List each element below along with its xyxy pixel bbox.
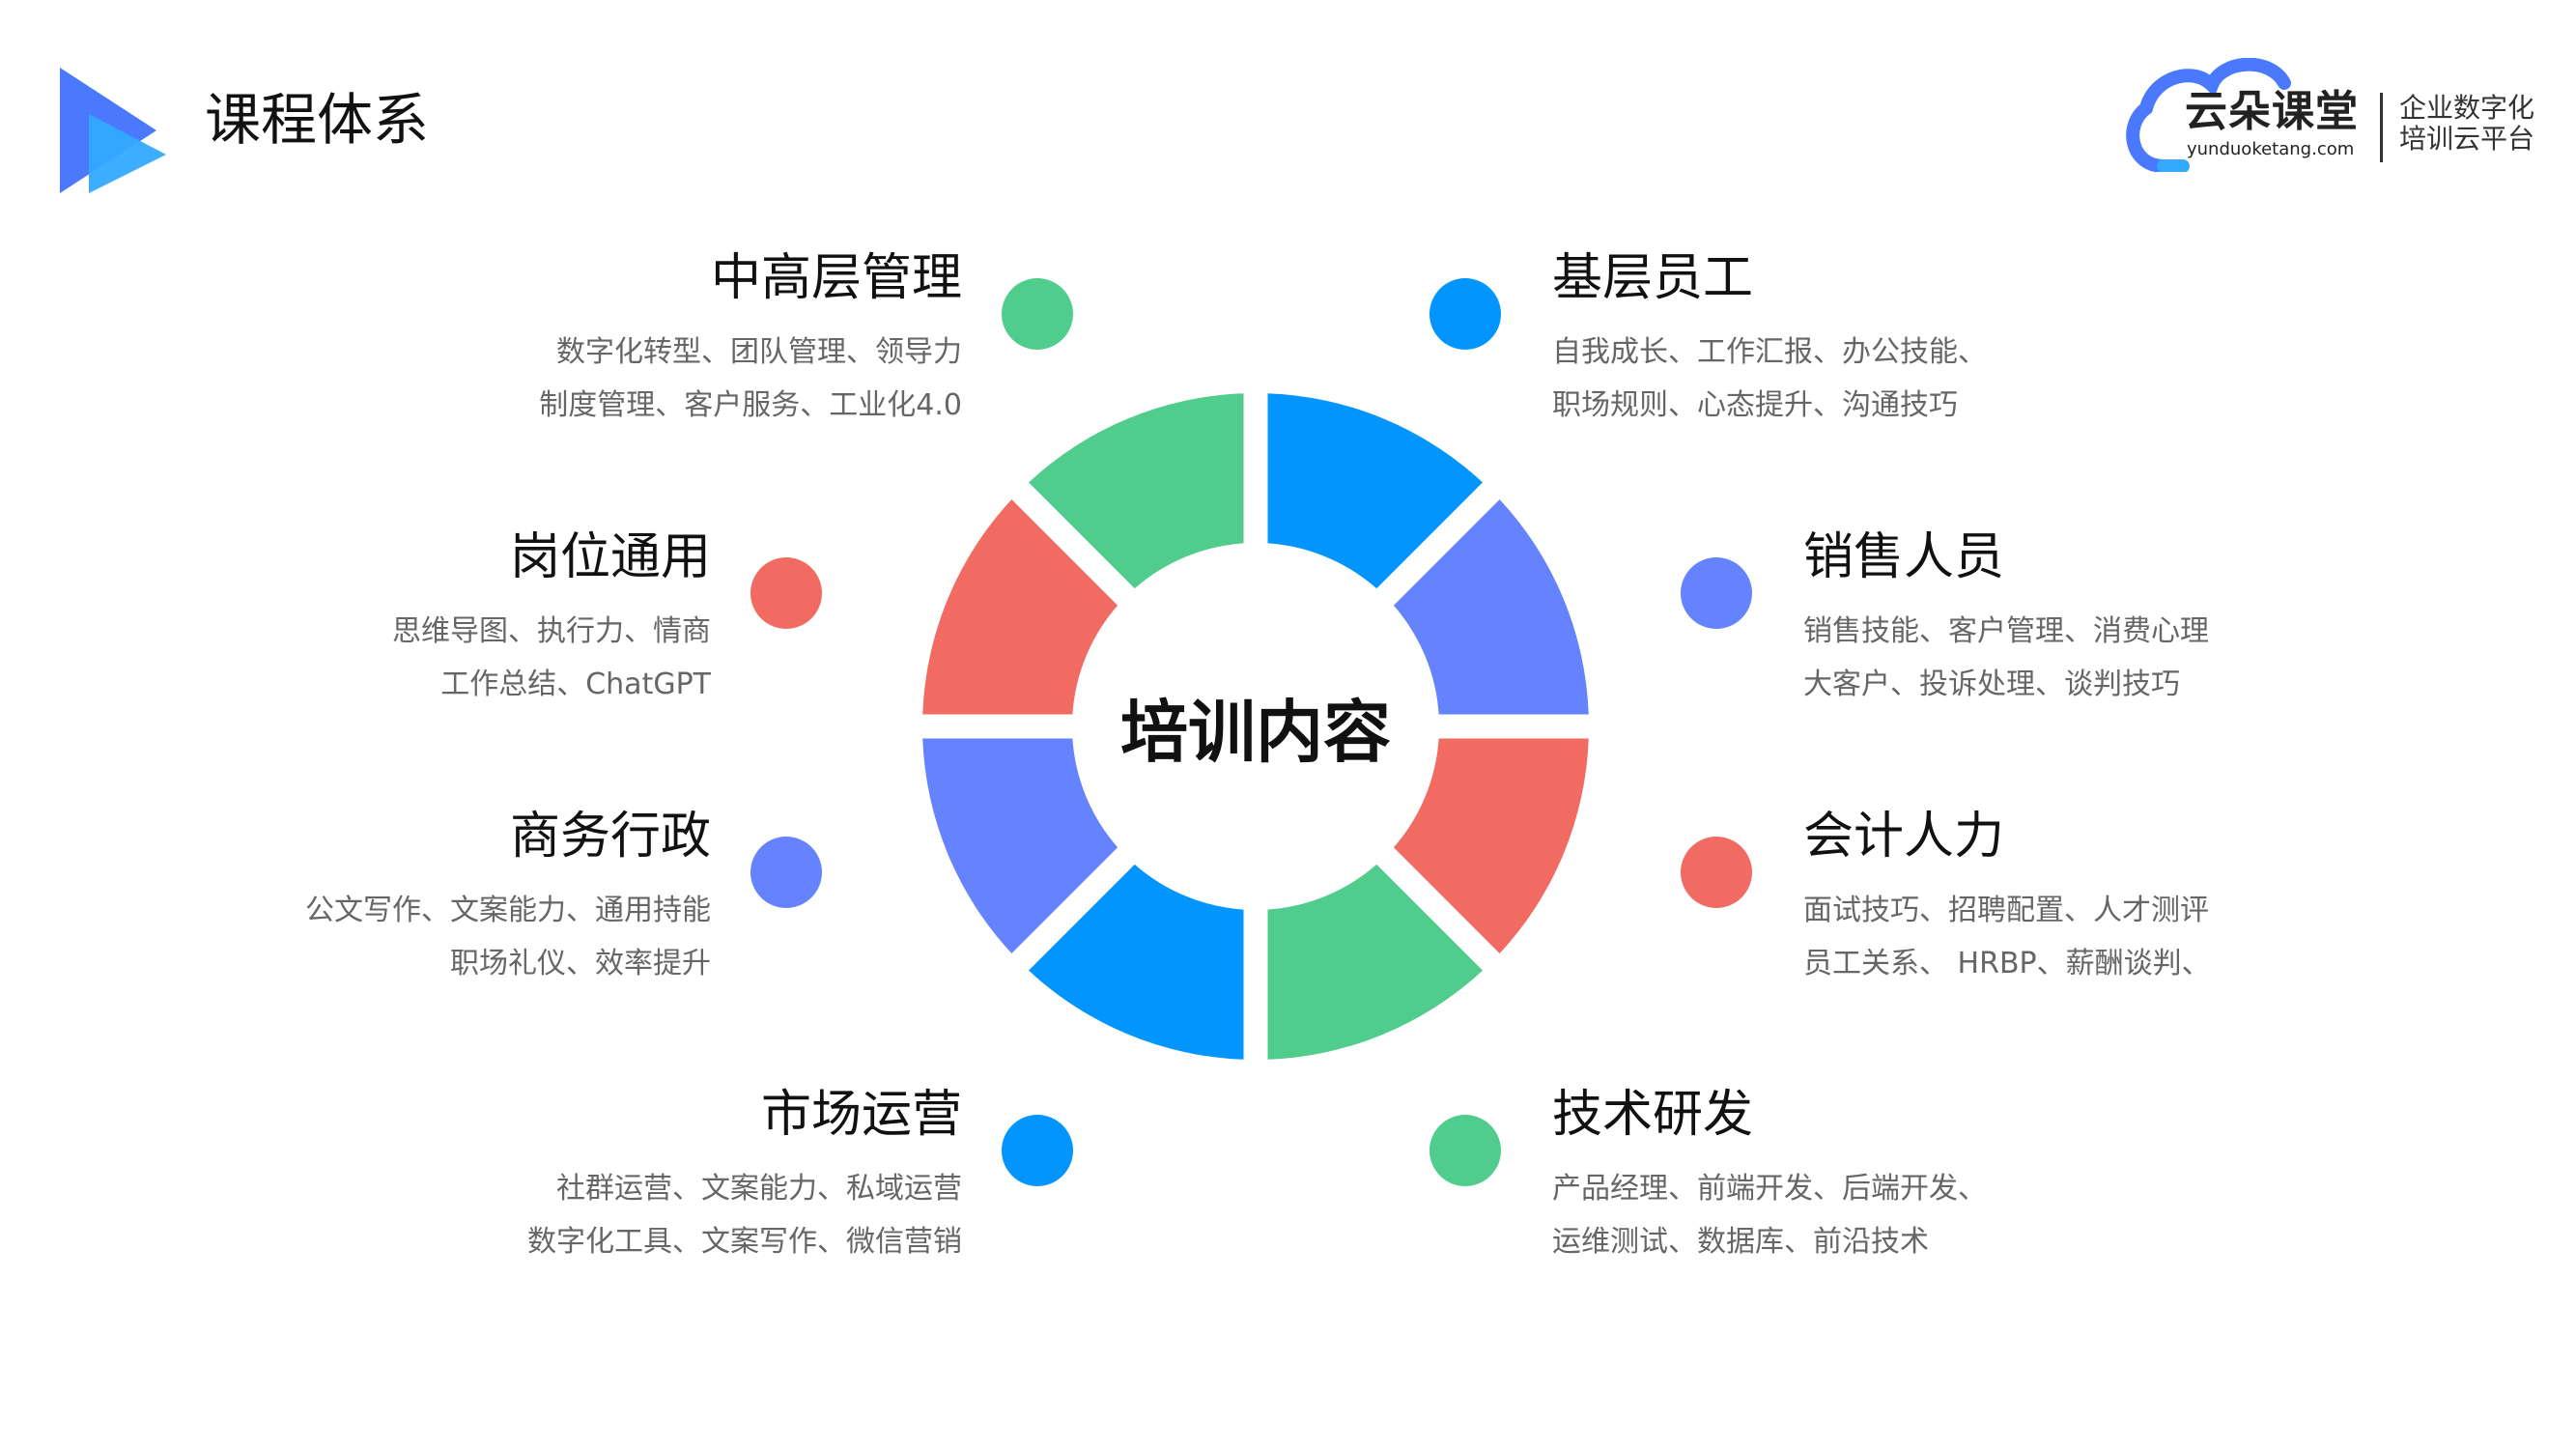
category-dot bbox=[1430, 1115, 1501, 1186]
category-title: 商务行政 bbox=[509, 808, 711, 866]
category-title: 会计人力 bbox=[1803, 808, 2005, 866]
category-frontline-staff: 基层员工 自我成长、工作汇报、办公技能、 职场规则、心态提升、沟通技巧 bbox=[1430, 253, 2144, 437]
category-line-1: 面试技巧、招聘配置、人才测评 bbox=[1803, 894, 2209, 927]
category-dot bbox=[1002, 1115, 1073, 1186]
brand-tagline-1: 企业数字化 bbox=[2399, 92, 2535, 124]
category-line-2: 工作总结、ChatGPT bbox=[440, 668, 711, 701]
category-line-1: 自我成长、工作汇报、办公技能、 bbox=[1552, 335, 1987, 369]
ring-segment bbox=[1393, 499, 1589, 715]
brand-divider bbox=[2380, 93, 2383, 162]
category-title: 市场运营 bbox=[760, 1086, 962, 1144]
category-dot bbox=[1002, 278, 1073, 350]
ring-segment bbox=[922, 499, 1118, 715]
category-marketing-operations: 市场运营 社群运营、文案能力、私域运营 数字化工具、文案写作、微信营销 bbox=[367, 1090, 1082, 1273]
ring-segment bbox=[1267, 864, 1483, 1060]
category-sales-staff: 销售人员 销售技能、客户管理、消费心理 大客户、投诉处理、谈判技巧 bbox=[1681, 532, 2395, 716]
category-mid-senior-management: 中高层管理 数字化转型、团队管理、领导力 制度管理、客户服务、工业化4.0 bbox=[367, 253, 1082, 437]
category-line-2: 职场规则、心态提升、沟通技巧 bbox=[1552, 388, 1958, 422]
category-title: 基层员工 bbox=[1552, 249, 1754, 307]
category-title: 岗位通用 bbox=[509, 528, 711, 586]
category-line-2: 数字化工具、文案写作、微信营销 bbox=[527, 1225, 962, 1259]
category-line-2: 大客户、投诉处理、谈判技巧 bbox=[1803, 668, 2180, 701]
brand-name: 云朵课堂 bbox=[2185, 87, 2359, 136]
category-line-1: 公文写作、文案能力、通用持能 bbox=[305, 894, 711, 927]
cloud-logo-icon bbox=[2126, 58, 2291, 172]
category-line-2: 运维测试、数据库、前沿技术 bbox=[1552, 1225, 1929, 1259]
category-line-2: 员工关系、 HRBP、薪酬谈判、 bbox=[1803, 947, 2211, 980]
category-dot bbox=[1681, 837, 1752, 908]
category-line-2: 制度管理、客户服务、工业化4.0 bbox=[539, 388, 962, 422]
ring-segment bbox=[1029, 864, 1244, 1060]
brand-logo: 云朵课堂 yunduoketang.com 企业数字化 培训云平台 bbox=[2125, 58, 2550, 174]
ring-segment bbox=[1267, 393, 1483, 589]
category-tech-rnd: 技术研发 产品经理、前端开发、后端开发、 运维测试、数据库、前沿技术 bbox=[1430, 1090, 2144, 1273]
ring-segment bbox=[1029, 393, 1244, 589]
category-title: 销售人员 bbox=[1803, 528, 2005, 586]
category-dot bbox=[1681, 557, 1752, 629]
ring-segment bbox=[922, 738, 1118, 953]
page-title: 课程体系 bbox=[205, 87, 430, 153]
category-line-1: 数字化转型、团队管理、领导力 bbox=[556, 335, 962, 369]
category-dot bbox=[1430, 278, 1501, 350]
category-title: 中高层管理 bbox=[710, 249, 962, 307]
category-line-2: 职场礼仪、效率提升 bbox=[450, 947, 711, 980]
category-line-1: 销售技能、客户管理、消费心理 bbox=[1803, 614, 2209, 648]
category-title: 技术研发 bbox=[1552, 1086, 1754, 1144]
category-dot bbox=[750, 837, 822, 908]
category-dot bbox=[750, 557, 822, 629]
category-line-1: 思维导图、执行力、情商 bbox=[392, 614, 711, 648]
category-line-1: 社群运营、文案能力、私域运营 bbox=[556, 1172, 962, 1206]
category-business-admin: 商务行政 公文写作、文案能力、通用持能 职场礼仪、效率提升 bbox=[116, 811, 831, 995]
brand-url: yunduoketang.com bbox=[2187, 139, 2355, 159]
category-general-position: 岗位通用 思维导图、执行力、情商 工作总结、ChatGPT bbox=[116, 532, 831, 716]
ring-segment bbox=[1393, 738, 1589, 953]
category-line-1: 产品经理、前端开发、后端开发、 bbox=[1552, 1172, 1987, 1206]
play-logo-icon bbox=[60, 68, 166, 193]
category-accounting-hr: 会计人力 面试技巧、招聘配置、人才测评 员工关系、 HRBP、薪酬谈判、 bbox=[1681, 811, 2395, 995]
center-title: 培训内容 bbox=[1120, 693, 1391, 772]
brand-tagline-2: 培训云平台 bbox=[2399, 123, 2535, 155]
